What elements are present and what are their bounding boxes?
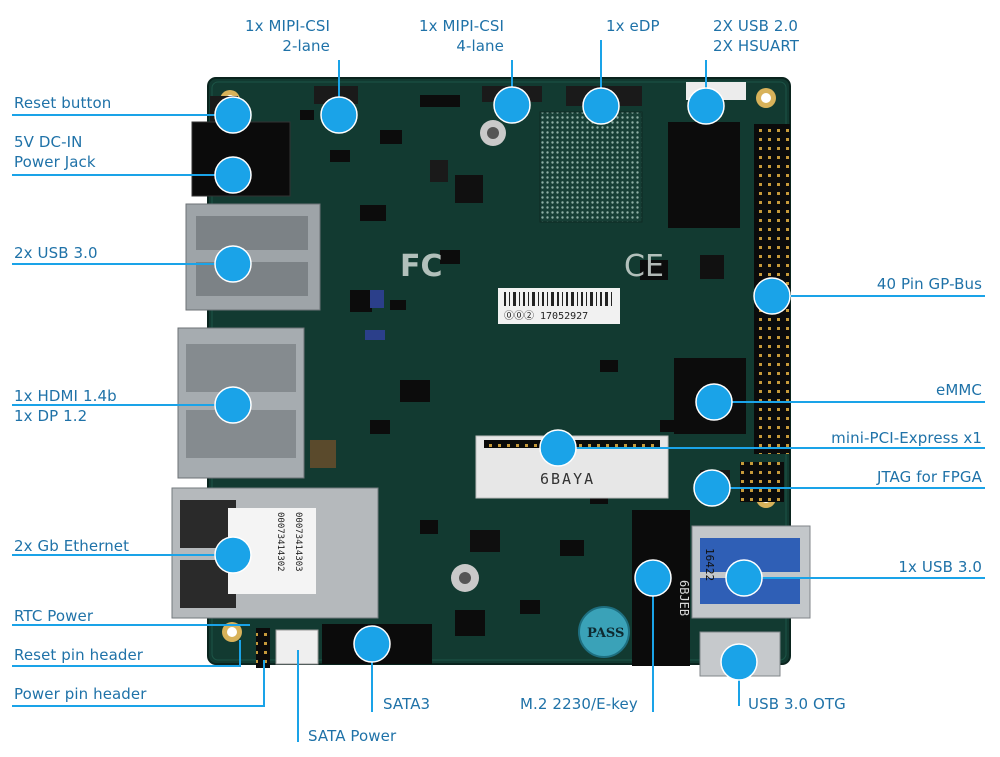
callout-gpbus [753,277,791,315]
pass-text: PASS [587,626,624,641]
callout-reset-button [214,96,252,134]
jtag-header [740,462,784,502]
label-power-pin: Power pin header [14,685,147,703]
label-reset-pin: Reset pin header [14,646,144,664]
eth-sticker-text-2: 00073414303 [293,512,303,572]
usb-hub-chip [668,122,740,228]
callout-dots [214,86,791,681]
callout-minipcie [539,429,577,467]
label-reset-button: Reset button [14,94,112,112]
callout-mipi4 [493,86,531,124]
label-usb3-dual: 2x USB 3.0 [14,244,98,262]
callout-jtag [693,469,731,507]
barcode-lines [504,292,612,306]
label-rtc: RTC Power [14,607,94,625]
callout-edp [582,87,620,125]
callout-emmc [695,383,733,421]
eth-sticker-text-1: 00073414302 [275,512,285,572]
label-emmc: eMMC [936,381,982,399]
callout-usb-otg [720,643,758,681]
label-edp: 1x eDP [606,17,660,35]
callout-usb2 [687,87,725,125]
callout-dc-jack [214,156,252,194]
callout-usb3-dual [214,245,252,283]
pass-sticker [578,606,630,658]
soc-chip [539,111,643,223]
leader-lines [12,40,985,742]
label-jtag: JTAG for FPGA [876,468,982,486]
label-ethernet: 2x Gb Ethernet [14,537,130,555]
callout-hdmi [214,386,252,424]
usb3-label-text: 16422 [703,548,716,581]
label-sata3: SATA3 [383,695,431,713]
m2-slot-text: 6BJEB [677,580,691,616]
callout-ethernet [214,536,252,574]
label-m2: M.2 2230/E-key [520,695,638,713]
label-sata-power: SATA Power [308,727,397,745]
callout-mipi2 [320,96,358,134]
label-gpbus: 40 Pin GP-Bus [876,275,982,293]
fcc-logo: FC [400,249,443,284]
callout-usb3-single [725,559,763,597]
callout-sata3 [353,625,391,663]
label-minipcie: mini-PCI-Express x1 [831,429,982,447]
callout-m2 [634,559,672,597]
label-usb-otg: USB 3.0 OTG [748,695,846,713]
pcie-slot-text: 6BAYA [540,470,595,488]
ce-logo: CE [624,249,664,284]
barcode-number: ⓪⓪② 17052927 [504,310,588,322]
label-usb3-single: 1x USB 3.0 [898,558,982,576]
